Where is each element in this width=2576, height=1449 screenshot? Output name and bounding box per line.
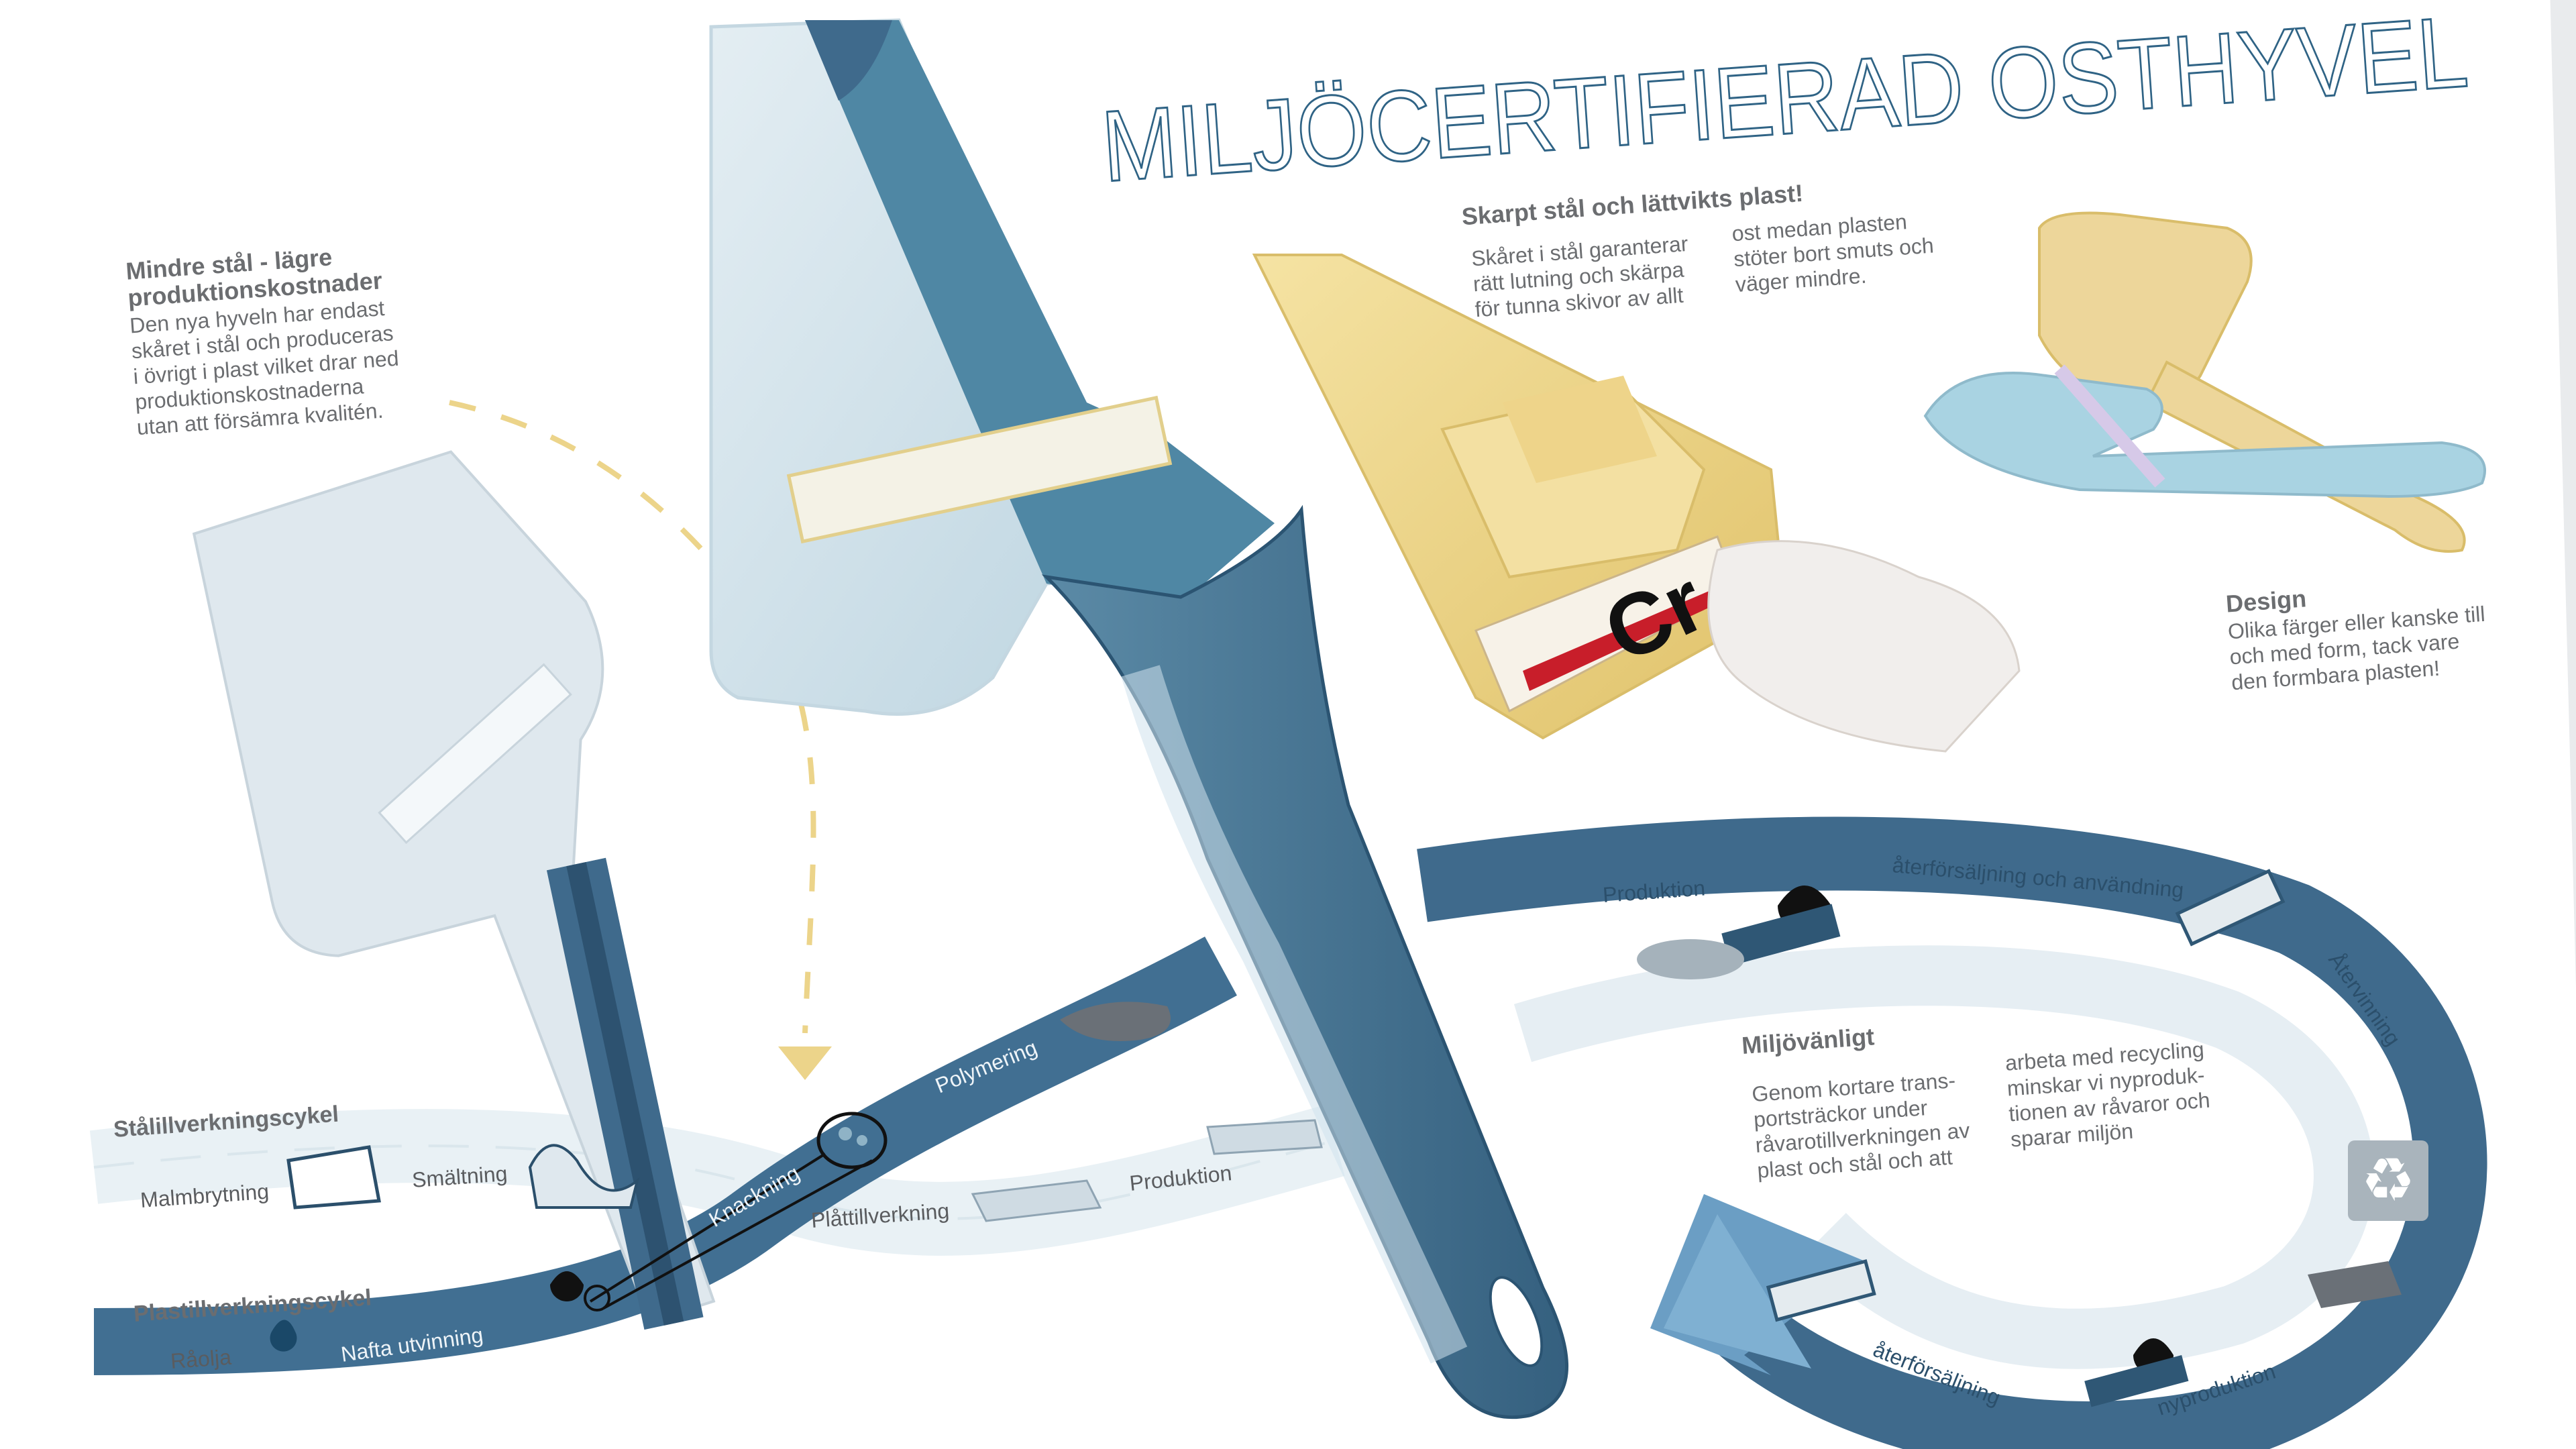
cheese-illustration: Cr (1252, 254, 2021, 753)
recycle-bin-icon (2348, 1140, 2428, 1221)
design-heading: Design (2225, 584, 2308, 617)
design-slicers (1923, 211, 2486, 553)
sheet-metal-icon (971, 1179, 1102, 1222)
oil-drop-icon (270, 1320, 297, 1352)
cost-section: Mindre stål - lägre produktionskostnader… (125, 243, 399, 439)
knife-icon-2 (1766, 1259, 1876, 1322)
plastic-cycle-band (93, 936, 1237, 1375)
plastic-step-raolja: Råolja (170, 1345, 232, 1373)
recycling-loop: ♻ (1417, 816, 2487, 1449)
melting-icon (528, 1144, 640, 1209)
old-slicer-illustration (192, 450, 716, 1330)
hand (1707, 540, 2021, 753)
cycle-icons (270, 1002, 1323, 1352)
main-slicer-illustration (709, 18, 1569, 1419)
knife-icon-1 (2175, 869, 2286, 947)
production-icon (1206, 1119, 1323, 1155)
knackning-loop (816, 1112, 888, 1169)
polymer-icon (1060, 1002, 1171, 1041)
nafta-drop-icon (550, 1271, 584, 1301)
ore-icon (286, 1145, 381, 1210)
svg-text:♻: ♻ (2361, 1147, 2416, 1214)
